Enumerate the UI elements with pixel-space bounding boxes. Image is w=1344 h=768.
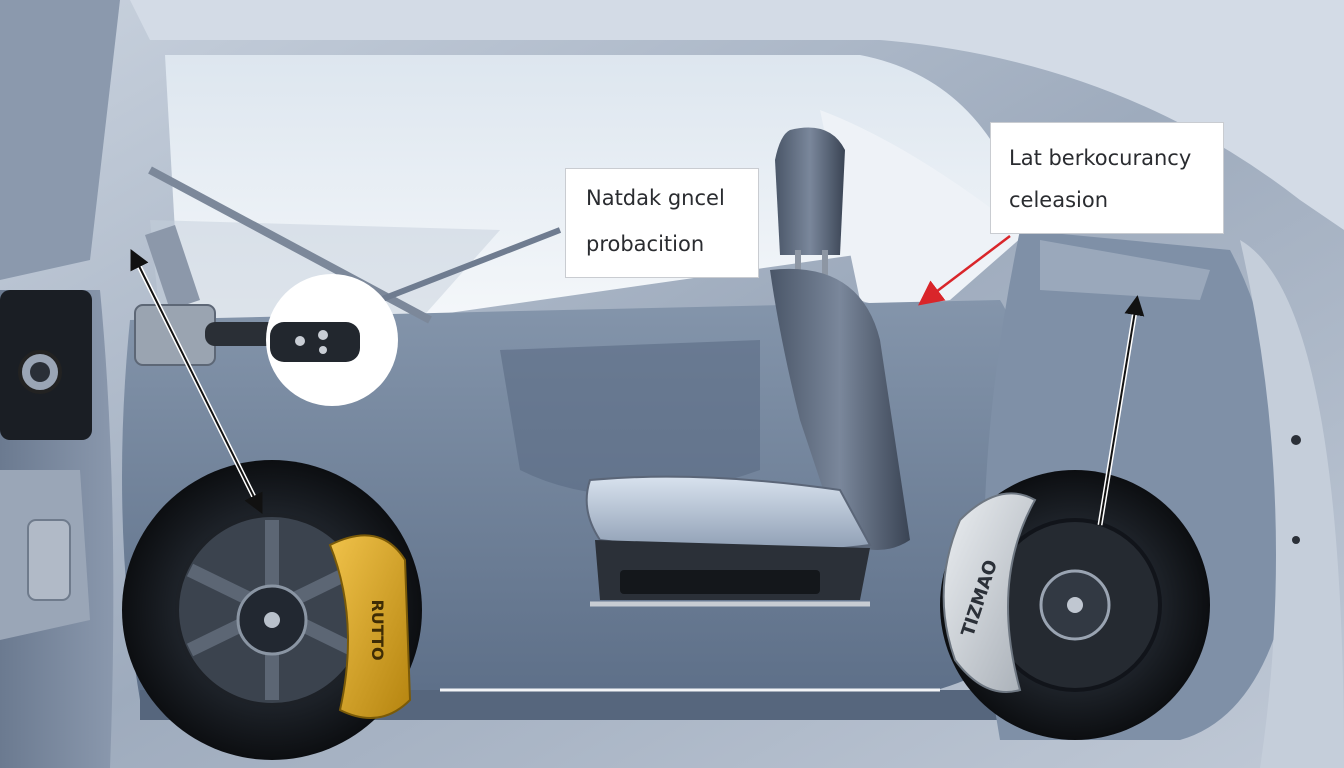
callout-center-line1: Natdak gncel xyxy=(586,186,725,210)
arrow-red-callout xyxy=(918,235,1011,306)
callout-center: Natdak gncel probacition xyxy=(565,168,759,278)
door-pull-handle[interactable] xyxy=(27,519,71,601)
callout-right: Lat berkocurancy celeasion xyxy=(990,122,1224,234)
arrow-rear xyxy=(1099,295,1145,526)
front-brake-caliper xyxy=(328,534,412,719)
arrow-icon xyxy=(130,249,263,514)
rear-parcel-shelf xyxy=(1040,240,1210,300)
seat-cushion xyxy=(585,475,872,553)
seat-headrest xyxy=(775,127,845,255)
front-caliper-text: RUTTO xyxy=(368,599,387,660)
seat-backrest xyxy=(770,268,910,550)
callout-center-line2: probacition xyxy=(586,232,705,256)
body-bolt xyxy=(1291,435,1301,445)
seatbelt-strap xyxy=(148,166,432,324)
seatbelt-strap-upper xyxy=(378,227,562,303)
door-window-frame xyxy=(0,0,120,280)
rear-brake-caliper xyxy=(942,492,1037,693)
callout-right-line1: Lat berkocurancy xyxy=(1009,146,1192,170)
rear-window xyxy=(820,110,1030,305)
body-bolt xyxy=(1292,536,1300,544)
seat-icon xyxy=(585,127,910,607)
rear-body-edge xyxy=(1240,240,1344,768)
callout-right-line2: celeasion xyxy=(1009,188,1109,212)
roof-panel xyxy=(130,0,1344,230)
lever-knob-icon xyxy=(270,322,360,362)
brake-caliper-icon: RUTTO xyxy=(328,534,412,719)
rear-brake-caliper-icon: TIZMAO xyxy=(942,492,1037,693)
door-handle-icon[interactable] xyxy=(18,350,62,394)
seat-controls xyxy=(620,570,820,594)
door-armrest-recess xyxy=(500,340,760,495)
